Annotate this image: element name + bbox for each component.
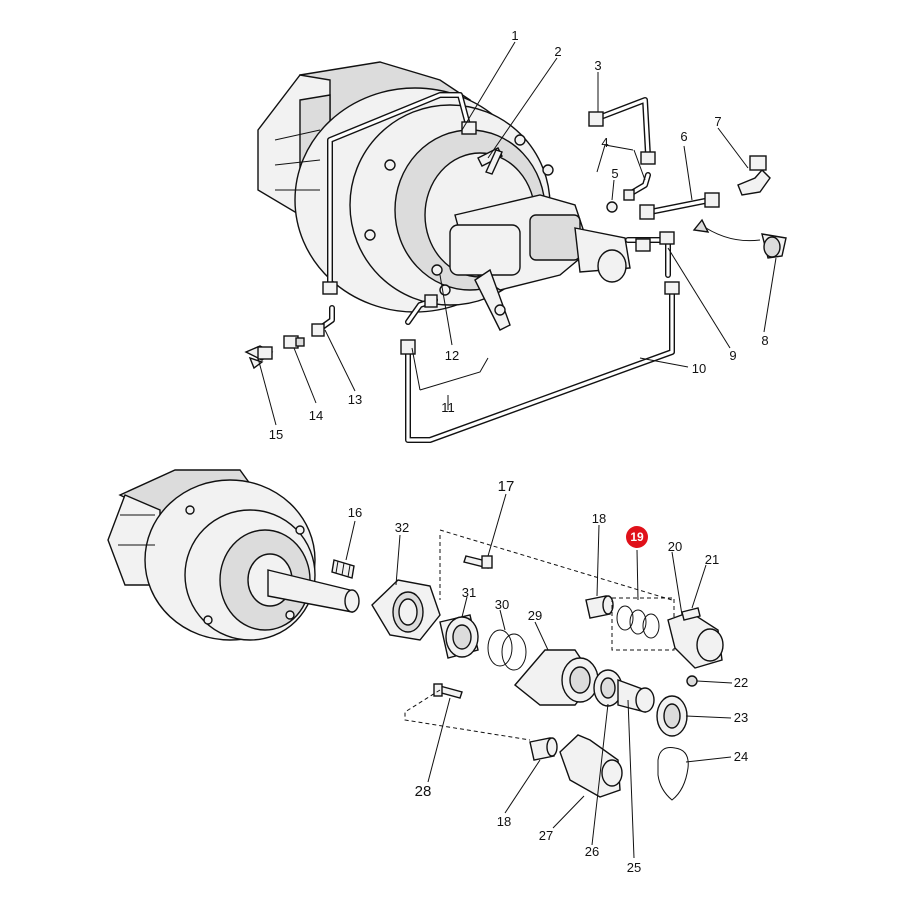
callout-19: 19 bbox=[630, 530, 644, 544]
callout-9: 9 bbox=[729, 348, 736, 363]
callout-12: 12 bbox=[445, 348, 459, 363]
pipe-11 bbox=[405, 294, 438, 325]
callout-29: 29 bbox=[528, 608, 542, 623]
callout-5: 5 bbox=[611, 166, 618, 181]
sleeve-18-lower bbox=[529, 737, 558, 761]
bearing-31 bbox=[439, 614, 479, 659]
key-16 bbox=[331, 559, 355, 579]
seal-kit-19 bbox=[611, 597, 675, 651]
callout-27: 27 bbox=[539, 828, 553, 843]
leader-lines bbox=[257, 41, 777, 859]
screw-22 bbox=[686, 675, 698, 687]
callout-6: 6 bbox=[680, 129, 687, 144]
highlight-marker bbox=[626, 526, 648, 548]
fitting-4 bbox=[623, 172, 651, 201]
elbow-13 bbox=[311, 305, 335, 337]
lower-gearbox-housing bbox=[107, 469, 316, 641]
elbow-fitting-7 bbox=[737, 155, 771, 196]
callout-19-highlight: 19 bbox=[626, 526, 648, 548]
bolt-28 bbox=[433, 683, 463, 699]
callout-8: 8 bbox=[761, 333, 768, 348]
callout-18-upper: 18 bbox=[592, 511, 606, 526]
callout-18-lower: 18 bbox=[497, 814, 511, 829]
callout-20: 20 bbox=[668, 539, 682, 554]
callout-1: 1 bbox=[511, 28, 518, 43]
callout-25: 25 bbox=[627, 860, 641, 875]
flange-32 bbox=[371, 579, 441, 641]
sleeve-18-upper bbox=[585, 595, 614, 619]
seal-26 bbox=[593, 669, 623, 707]
pipe-1 bbox=[322, 92, 477, 295]
housing-29 bbox=[513, 649, 599, 706]
housing-27 bbox=[559, 734, 623, 798]
pipe-3 bbox=[588, 97, 656, 165]
callout-2: 2 bbox=[554, 44, 561, 59]
pipe-9 bbox=[625, 231, 675, 278]
seal-23 bbox=[656, 695, 688, 737]
pipe-6 bbox=[639, 192, 720, 220]
o-ring-5 bbox=[606, 201, 618, 213]
upper-gearbox-housing bbox=[257, 61, 631, 331]
callout-3: 3 bbox=[594, 58, 601, 73]
callout-13: 13 bbox=[348, 392, 362, 407]
callout-24: 24 bbox=[734, 749, 748, 764]
callout-26: 26 bbox=[585, 844, 599, 859]
plug-14 bbox=[283, 335, 305, 349]
callout-23: 23 bbox=[734, 710, 748, 725]
callout-7: 7 bbox=[714, 114, 721, 129]
callout-17: 17 bbox=[498, 478, 515, 495]
callout-32: 32 bbox=[395, 520, 409, 535]
callout-22: 22 bbox=[734, 675, 748, 690]
pipe-10 bbox=[400, 281, 680, 443]
output-shaft bbox=[267, 569, 360, 613]
rings-30 bbox=[487, 629, 527, 671]
stub-shaft-25 bbox=[617, 678, 655, 713]
callout-31: 31 bbox=[462, 585, 476, 600]
clip-8 bbox=[692, 218, 787, 259]
callout-14: 14 bbox=[309, 408, 323, 423]
o-ring-12 bbox=[431, 264, 443, 276]
callout-28: 28 bbox=[415, 783, 432, 800]
callout-labels: 1 2 3 4 5 6 7 8 9 10 11 12 13 14 15 16 1… bbox=[269, 28, 769, 875]
callout-16: 16 bbox=[348, 505, 362, 520]
callout-11: 11 bbox=[441, 400, 455, 415]
bolt-17 bbox=[463, 555, 493, 569]
screw-21 bbox=[681, 607, 701, 621]
callout-10: 10 bbox=[692, 361, 706, 376]
callout-30: 30 bbox=[495, 597, 509, 612]
fitting-2 bbox=[477, 147, 503, 175]
callout-15: 15 bbox=[269, 427, 283, 442]
callout-4: 4 bbox=[601, 135, 608, 150]
gasket-24 bbox=[657, 747, 689, 801]
callout-21: 21 bbox=[705, 552, 719, 567]
cover-20 bbox=[667, 611, 724, 669]
breather-15 bbox=[244, 345, 274, 370]
assembly-guide-lines bbox=[404, 529, 673, 741]
